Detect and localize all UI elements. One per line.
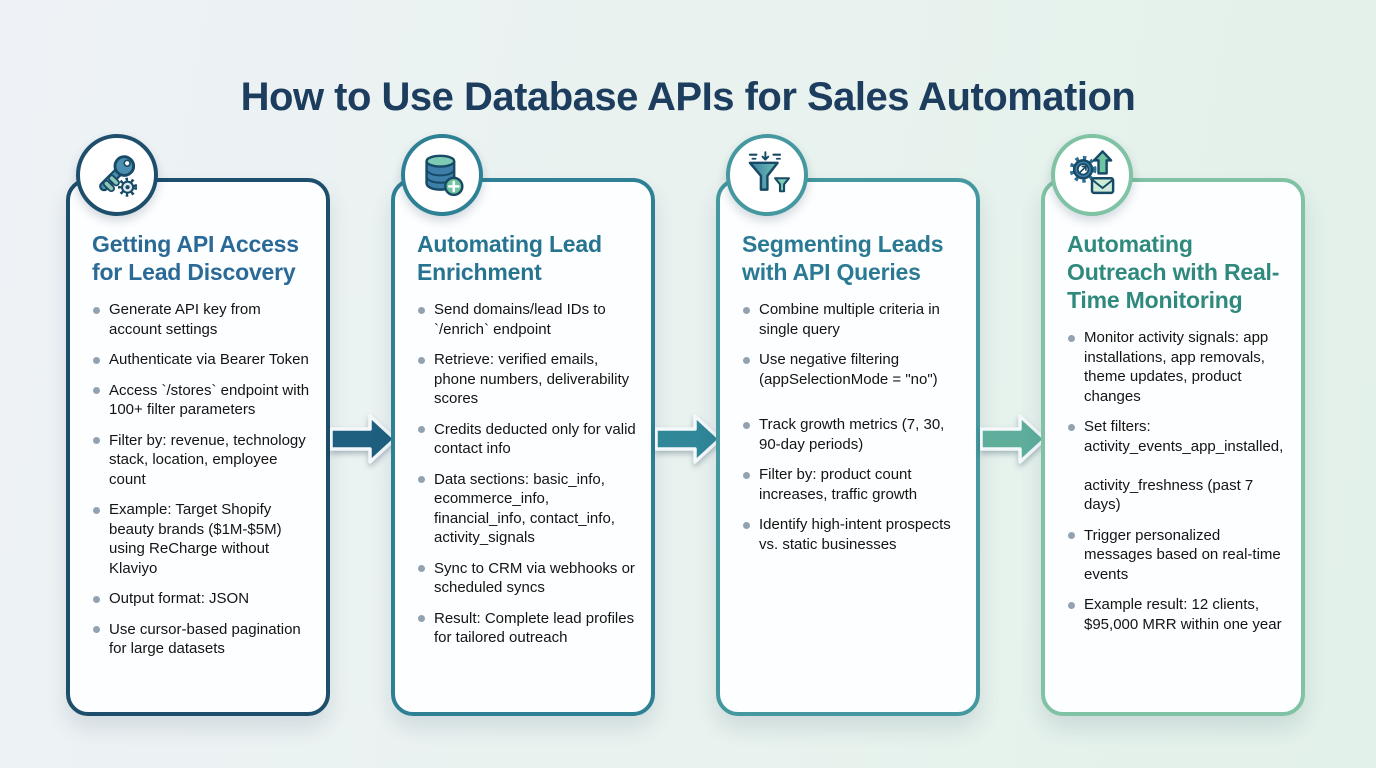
bullet-item: Monitor activity signals: app installati… bbox=[1067, 328, 1289, 406]
card-title: Segmenting Leads with API Queries bbox=[742, 231, 944, 286]
bullet-item: Authenticate via Bearer Token bbox=[92, 350, 314, 370]
bullet-text: Retrieve: verified emails, phone numbers… bbox=[434, 351, 630, 408]
bullet-text: Authenticate via Bearer Token bbox=[109, 351, 309, 369]
bullet-list: Monitor activity signals: app installati… bbox=[1045, 328, 1301, 634]
card-title: Getting API Access for Lead Discovery bbox=[92, 231, 299, 286]
card-title: Automating Lead Enrichment bbox=[417, 231, 602, 286]
step-card-segmenting-leads: Segmenting Leads with API Queries Combin… bbox=[716, 134, 980, 716]
bullet-text: Trigger personalized messages based on r… bbox=[1084, 526, 1281, 583]
bullet-text: Sync to CRM via webhooks or scheduled sy… bbox=[434, 559, 635, 597]
flow-arrow-icon bbox=[654, 409, 723, 469]
bullet-item: Output format: JSON bbox=[92, 589, 314, 609]
flow-arrow-icon bbox=[979, 409, 1048, 469]
key-gear-icon bbox=[99, 155, 138, 197]
bullet-text: Filter by: revenue, technology stack, lo… bbox=[109, 431, 306, 488]
bullet-item: Filter by: revenue, technology stack, lo… bbox=[92, 431, 314, 490]
bullet-text: Generate API key from account settings bbox=[109, 301, 261, 338]
flow-arrow-icon bbox=[329, 409, 398, 469]
bullet-text: Use negative filtering (appSelectionMode… bbox=[759, 351, 938, 388]
gear-mail-growth-icon bbox=[1069, 150, 1115, 195]
bullet-list: Combine multiple criteria in single quer… bbox=[720, 300, 976, 554]
card-title: Automating Outreach with Real-Time Monit… bbox=[1067, 231, 1280, 314]
step-card-automating-outreach: Automating Outreach with Real-Time Monit… bbox=[1041, 134, 1305, 716]
bullet-item: Use negative filtering (appSelectionMode… bbox=[742, 350, 964, 389]
database-plus-icon bbox=[425, 154, 464, 197]
bullet-list: Send domains/lead IDs to `/enrich` endpo… bbox=[395, 300, 651, 648]
bullet-item: Example: Target Shopify beauty brands ($… bbox=[92, 500, 314, 578]
step-icon-circle bbox=[1051, 134, 1133, 216]
step-icon-circle bbox=[726, 134, 808, 216]
bullet-item: Set filters: activity_events_app_install… bbox=[1067, 417, 1289, 515]
bullet-item: Use cursor-based pagination for large da… bbox=[92, 620, 314, 659]
bullet-text: Example result: 12 clients, $95,000 MRR … bbox=[1084, 596, 1282, 633]
bullet-text: Output format: JSON bbox=[109, 590, 250, 608]
bullet-item: Credits deducted only for valid contact … bbox=[417, 420, 639, 459]
bullet-item: Send domains/lead IDs to `/enrich` endpo… bbox=[417, 300, 639, 339]
bullet-item: Generate API key from account settings bbox=[92, 300, 314, 339]
bullet-text: Filter by: product count increases, traf… bbox=[759, 466, 918, 503]
bullet-text: Send domains/lead IDs to `/enrich` endpo… bbox=[434, 301, 606, 338]
bullet-item: Access `/stores` endpoint with 100+ filt… bbox=[92, 381, 314, 420]
bullet-item: Retrieve: verified emails, phone numbers… bbox=[417, 350, 639, 409]
bullet-item: Result: Complete lead profiles for tailo… bbox=[417, 609, 639, 648]
step-card-getting-api-access: Getting API Access for Lead Discovery Ge… bbox=[66, 134, 330, 716]
step-card-lead-enrichment: Automating Lead Enrichment Send domains/… bbox=[391, 134, 655, 716]
bullet-item: Track growth metrics (7, 30, 90-day peri… bbox=[742, 415, 964, 454]
bullet-item: Trigger personalized messages based on r… bbox=[1067, 526, 1289, 585]
bullet-text: Data sections: basic_info, ecommerce_inf… bbox=[434, 470, 615, 547]
bullet-text: Example: Target Shopify beauty brands ($… bbox=[109, 501, 282, 577]
bullet-item: Identify high-intent prospects vs. stati… bbox=[742, 515, 964, 554]
bullet-item: Combine multiple criteria in single quer… bbox=[742, 300, 964, 339]
bullet-text: Combine multiple criteria in single quer… bbox=[759, 301, 940, 338]
bullet-text: Access `/stores` endpoint with 100+ filt… bbox=[109, 381, 310, 419]
bullet-text: Set filters: activity_events_app_install… bbox=[1084, 418, 1284, 514]
bullet-text: Monitor activity signals: app installati… bbox=[1084, 329, 1269, 405]
bullet-text: Identify high-intent prospects vs. stati… bbox=[759, 516, 951, 553]
bullet-text: Use cursor-based pagination for large da… bbox=[109, 620, 301, 658]
bullet-item: Sync to CRM via webhooks or scheduled sy… bbox=[417, 559, 639, 598]
bullet-text: Track growth metrics (7, 30, 90-day peri… bbox=[759, 416, 945, 453]
step-icon-circle bbox=[401, 134, 483, 216]
bullet-text: Credits deducted only for valid contact … bbox=[434, 420, 636, 458]
funnel-filter-icon bbox=[748, 151, 790, 193]
bullet-item: Filter by: product count increases, traf… bbox=[742, 465, 964, 504]
step-icon-circle bbox=[76, 134, 158, 216]
bullet-text: Result: Complete lead profiles for tailo… bbox=[434, 609, 635, 647]
page-title: How to Use Database APIs for Sales Autom… bbox=[240, 74, 1136, 119]
bullet-item: Example result: 12 clients, $95,000 MRR … bbox=[1067, 595, 1289, 634]
bullet-item: Data sections: basic_info, ecommerce_inf… bbox=[417, 470, 639, 548]
